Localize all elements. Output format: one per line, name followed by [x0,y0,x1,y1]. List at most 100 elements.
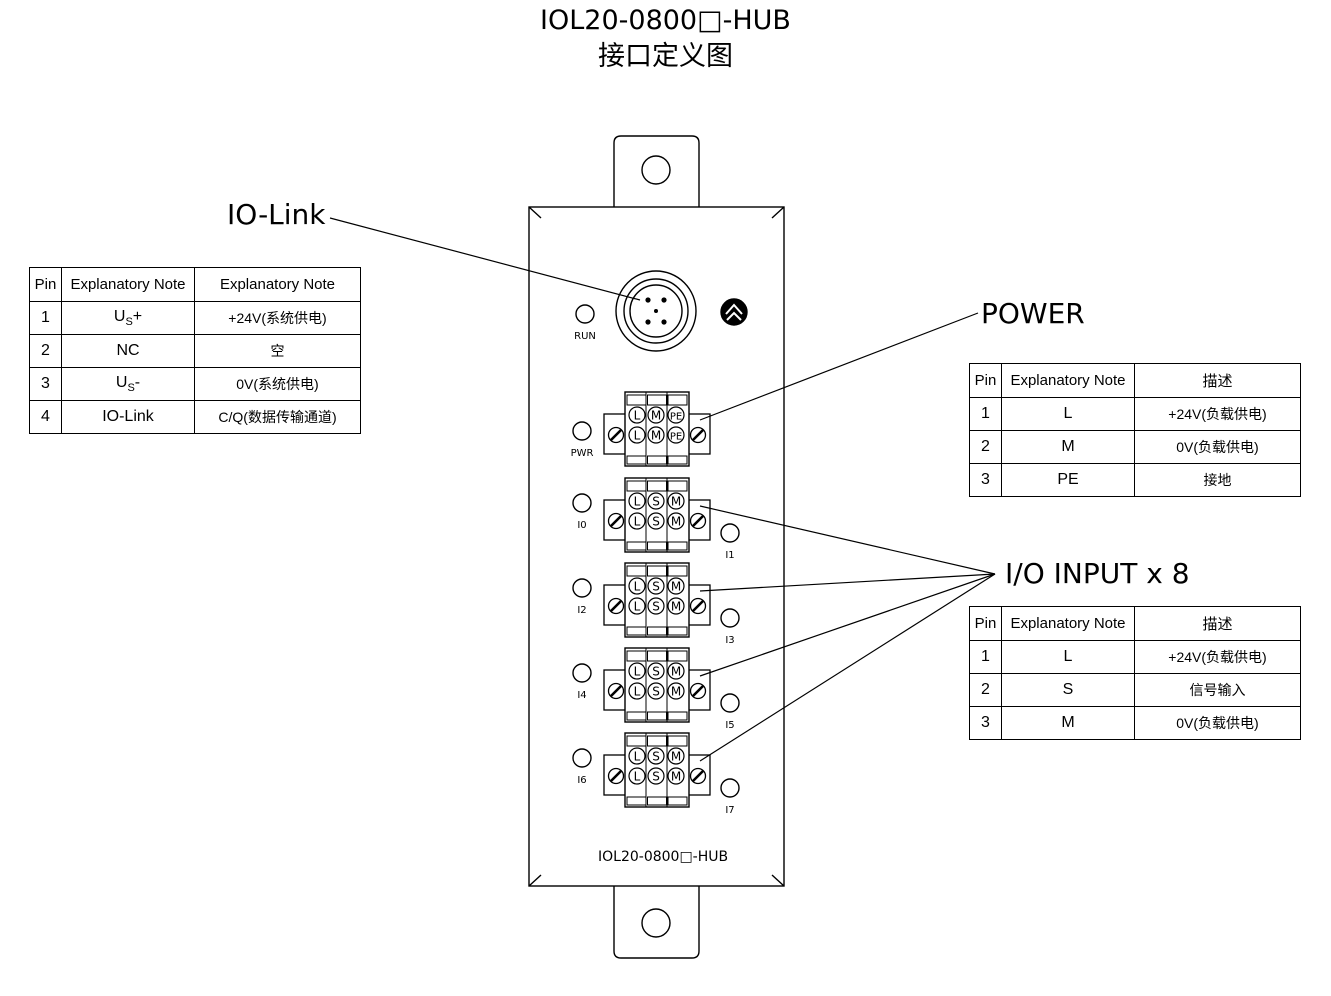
terminal-letter: M [671,665,681,679]
table-row: 2 M 0V(负载供电) [969,430,1301,464]
terminal-letter: M [651,409,661,423]
iolink-connector-pins [645,297,667,325]
terminal-letter: S [652,770,660,784]
led-label-i1: I1 [725,550,734,561]
led-i2 [572,578,592,598]
terminal-letter: L [634,665,641,679]
callout-input: I/O INPUT x 8 [1005,557,1190,590]
header-desc: Explanatory Note [194,267,361,302]
led-label-i4: I4 [577,690,586,701]
pin-name: US+ [61,301,195,335]
led-i5 [720,693,740,713]
bottom-mounting-tab [613,886,700,959]
table-row: 1 L +24V(负载供电) [969,640,1301,674]
power-pin-table: Pin Explanatory Note 描述 1 L +24V(负载供电) 2… [969,363,1301,497]
top-mounting-hole [641,155,671,185]
terminal-letter: M [651,429,661,443]
terminal-letter: L [634,409,641,423]
terminal-letter: S [652,515,660,529]
leader-input-2 [699,573,996,592]
device-model-label: IOL20-0800□-HUB [598,849,729,865]
led-i3 [720,608,740,628]
led-pwr [572,421,592,441]
table-row: 4 IO-Link C/Q(数据传输通道) [29,400,361,434]
led-label-run: RUN [574,331,596,342]
terminal-letter: M [671,495,681,509]
led-label-i3: I3 [725,635,734,646]
callout-power: POWER [981,297,1085,330]
led-run [575,304,595,324]
terminal-letter: S [652,685,660,699]
header-desc: 描述 [1134,606,1301,641]
led-label-i0: I0 [577,520,586,531]
led-i0 [572,493,592,513]
callout-iolink: IO-Link [227,198,326,231]
leader-input-3 [699,573,996,677]
terminal-letter: M [671,515,681,529]
table-row: 2 NC 空 [29,334,361,368]
top-mounting-tab [613,135,700,207]
iolink-pin-table: Pin Explanatory Note Explanatory Note 1 … [29,267,361,434]
terminal-letter: S [652,665,660,679]
table-row: 1 US+ +24V(系统供电) [29,301,361,335]
terminal-letter: S [652,495,660,509]
led-i1 [720,523,740,543]
terminal-letter: L [634,515,641,529]
terminal-letter: L [634,770,641,784]
terminal-letter: L [634,685,641,699]
led-i6 [572,748,592,768]
terminal-letter: M [671,580,681,594]
leader-input-1 [699,505,996,575]
led-label-i5: I5 [725,720,734,731]
bottom-mounting-hole [641,908,671,938]
header-note: Explanatory Note [61,267,195,302]
diagram-title: IOL20-0800□-HUB [540,5,791,36]
terminal-letter: L [634,600,641,614]
led-label-i7: I7 [725,805,734,816]
table-row: 3 M 0V(负载供电) [969,706,1301,740]
table-row: 3 US- 0V(系统供电) [29,367,361,401]
pin-name: US- [61,367,195,401]
terminal-letter: PE [670,412,682,423]
led-label-i2: I2 [577,605,586,616]
terminal-letter: M [671,770,681,784]
terminal-letter: M [671,750,681,764]
input-pin-table: Pin Explanatory Note 描述 1 L +24V(负载供电) 2… [969,606,1301,740]
terminal-letter: S [652,580,660,594]
leader-lines [329,217,996,762]
header-desc: 描述 [1134,363,1301,398]
diagram-subtitle: 接口定义图 [598,41,733,72]
terminal-letter: S [652,750,660,764]
table-row: 2 S 信号输入 [969,673,1301,707]
iolink-connector [615,270,697,352]
device-body [528,206,785,887]
terminal-letter: L [634,580,641,594]
table-row: 3 PE 接地 [969,463,1301,497]
terminal-letter: S [652,600,660,614]
leader-power [699,312,979,421]
header-note: Explanatory Note [1001,606,1135,641]
leader-input-4 [699,573,996,762]
header-pin: Pin [969,363,1002,398]
header-pin: Pin [29,267,62,302]
header-note: Explanatory Note [1001,363,1135,398]
terminal-letter: PE [670,432,682,443]
table-row: 1 L +24V(负载供电) [969,397,1301,431]
leader-iolink [329,217,641,301]
led-i7 [720,778,740,798]
terminal-letter: L [634,750,641,764]
led-label-i6: I6 [577,775,586,786]
led-label-pwr: PWR [571,448,594,459]
terminal-letter: M [671,685,681,699]
terminal-letter: L [634,495,641,509]
header-pin: Pin [969,606,1002,641]
terminal-letter: M [671,600,681,614]
led-i4 [572,663,592,683]
terminal-letter: L [634,429,641,443]
